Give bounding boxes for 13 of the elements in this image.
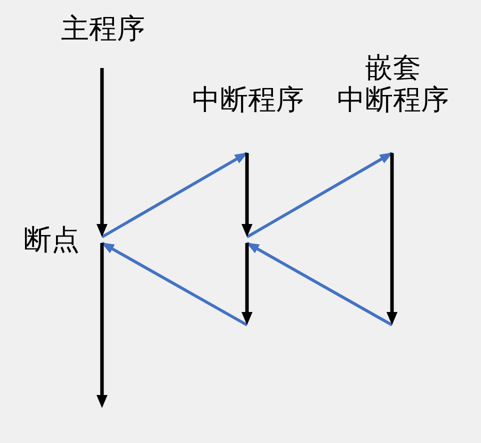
- down-arrow: [241, 243, 253, 325]
- down-arrow: [96, 243, 108, 408]
- breakpoint-label: 断点: [22, 224, 80, 256]
- column-heading: 主程序: [60, 13, 146, 45]
- down-arrow: [96, 68, 108, 237]
- column-heading: 中断程序: [190, 84, 305, 116]
- arrow: [101, 152, 248, 238]
- column-heading: 嵌套中断程序: [336, 52, 450, 116]
- down-arrow: [241, 153, 253, 237]
- arrow: [246, 152, 393, 238]
- down-arrow: [386, 153, 398, 325]
- arrow: [101, 242, 248, 326]
- arrow: [246, 242, 393, 326]
